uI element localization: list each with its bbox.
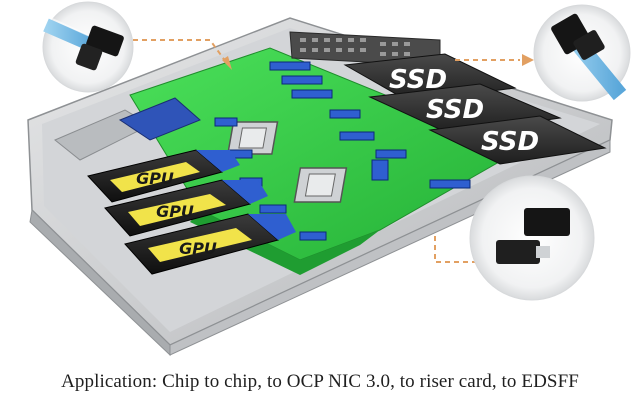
connector-zoom-top-left [42,1,134,93]
connector-zoom-top-right [533,4,631,102]
gpu-card-2: GPU [104,179,268,237]
ssd-label: SSD [481,127,539,157]
gpu-card-3: GPU [124,213,296,275]
ssd-drive-3: SSD [428,115,607,165]
ssd-label: SSD [426,95,484,125]
cpu-socket-1 [226,121,279,155]
gpu-label: GPU [136,169,174,188]
server-diagram: SSD SSD SSD GPU GPU GPU [27,1,631,357]
caption: Application: Chip to chip, to OCP NIC 3.… [61,371,579,392]
cpu-socket-2 [293,167,348,203]
riser-bay [54,97,201,161]
gpu-label: GPU [179,239,217,258]
gpu-card-1: GPU [87,149,240,203]
callout-arrows [124,39,520,263]
board-connectors [214,61,471,241]
connector-zoom-bottom-right [469,175,595,301]
gpu-label: GPU [156,202,194,221]
